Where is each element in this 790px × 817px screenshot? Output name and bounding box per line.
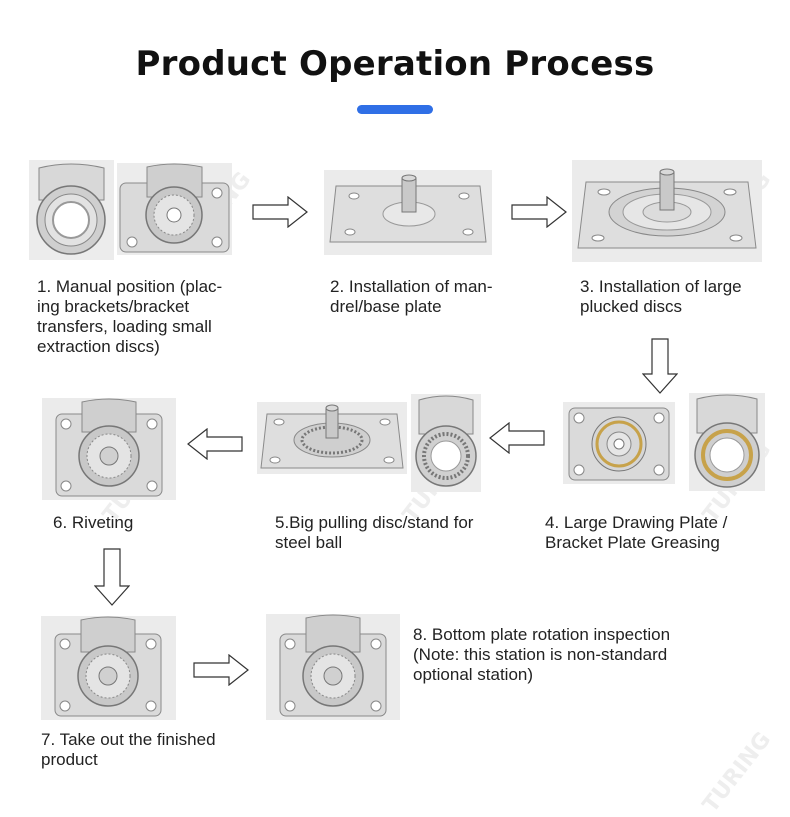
step-7-caption: 7. Take out the finished product: [41, 730, 216, 769]
step-5-image-plate: [257, 402, 407, 474]
page-title: Product Operation Process: [135, 44, 655, 84]
caster-bracket-icon: [694, 394, 760, 488]
step-6-caption: 6. Riveting: [53, 513, 134, 532]
step-1-image-top-plate: [117, 163, 232, 255]
outline-arrow-icon: [252, 196, 308, 228]
outline-arrow-icon: [511, 196, 567, 228]
step-4-image-bracket: [689, 393, 765, 491]
base-plate-icon: [329, 174, 487, 243]
arrow-step-2-to-3: [511, 196, 567, 228]
step-2-image: [324, 170, 492, 255]
arrow-step-1-to-2: [252, 196, 308, 228]
step-4-caption: 4. Large Drawing Plate / Bracket Plate G…: [545, 513, 728, 552]
outline-arrow-icon: [489, 422, 545, 454]
caster-top-plate-icon: [55, 398, 163, 497]
step-7-image: [41, 616, 176, 720]
step-8-caption: 8. Bottom plate rotation inspection (Not…: [413, 625, 671, 684]
watermark: TURING: [698, 727, 777, 817]
outline-arrow-icon: [193, 654, 249, 686]
title-accent-bar: [357, 105, 433, 114]
step-3-caption: 3. Installation of large plucked discs: [580, 277, 742, 316]
outline-arrow-icon: [94, 548, 130, 606]
step-6-image: [42, 398, 176, 500]
step-1-caption: 1. Manual position (plac- ing brackets/b…: [37, 277, 223, 356]
arrow-step-7-to-8: [193, 654, 249, 686]
caster-top-plate-icon: [568, 407, 670, 481]
step-8-image: [266, 614, 400, 720]
step-5-caption: 5.Big pulling disc/stand for steel ball: [275, 513, 474, 552]
step-5-image-bracket: [411, 394, 481, 492]
arrow-step-5-to-6: [187, 428, 243, 460]
caster-top-plate-icon: [279, 614, 387, 717]
caster-top-plate-icon: [119, 163, 230, 253]
step-1-image-bracket: [29, 160, 114, 260]
base-plate-icon: [577, 168, 757, 249]
arrow-step-3-to-4: [642, 338, 678, 394]
step-2-caption: 2. Installation of man- drel/base plate: [330, 277, 493, 316]
outline-arrow-icon: [642, 338, 678, 394]
arrow-step-4-to-5: [489, 422, 545, 454]
arrow-step-6-to-7: [94, 548, 130, 606]
caster-bracket-icon: [36, 163, 106, 255]
base-plate-icon: [260, 404, 404, 469]
step-3-image: [572, 160, 762, 262]
caster-bracket-icon: [415, 395, 477, 487]
caster-top-plate-icon: [54, 616, 162, 717]
outline-arrow-icon: [187, 428, 243, 460]
step-4-image-plate: [563, 402, 675, 484]
